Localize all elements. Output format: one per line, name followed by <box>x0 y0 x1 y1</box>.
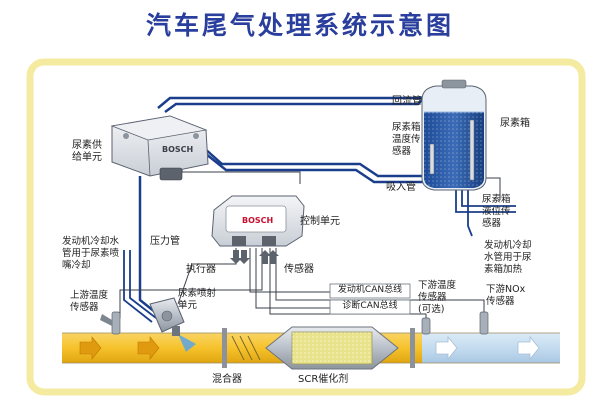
actuator-arrows <box>230 250 250 264</box>
tank-level-sensor-label: 尿素箱 液位传 感器 <box>482 194 511 229</box>
sensor-label: 传感器 <box>284 264 314 275</box>
urea-tank <box>421 79 487 191</box>
supply-unit-brand: BOSCH <box>162 145 193 154</box>
coolant-heating-label: 发动机冷却 水管用于尿 素箱加热 <box>484 240 532 275</box>
scr-catalyst-label: SCR催化剂 <box>298 374 349 385</box>
control-unit-brand: BOSCH <box>242 216 273 225</box>
flow-arrows <box>79 335 540 361</box>
urea-spray <box>178 334 196 352</box>
sensor-arrows <box>259 250 279 264</box>
engine-coolant-label: 发动机冷却水 管用于尿素喷 嘴冷却 <box>62 236 120 271</box>
tank-temp-sensor-label: 尿素箱 温度传 感器 <box>392 122 421 157</box>
urea-supply-unit: BOSCH <box>110 115 209 181</box>
downstream-nox-sensor <box>479 311 489 335</box>
return-pipe-label: 回流管 <box>392 96 422 107</box>
diag-can-label: 诊断CAN总线 <box>342 301 398 311</box>
suction-pipe-label: 吸入管 <box>386 182 416 193</box>
pressure-pipe-label: 压力管 <box>150 236 180 247</box>
upstream-temp-sensor <box>100 311 121 335</box>
mixer <box>231 335 261 361</box>
urea-injector <box>149 297 185 336</box>
urea-injector-label: 尿素喷射 单元 <box>178 288 217 311</box>
engine-can-label: 发动机CAN总线 <box>337 285 403 295</box>
urea-supply-unit-label: 尿素供 给单元 <box>72 140 102 163</box>
control-unit-label: 控制单元 <box>300 216 340 227</box>
actuator-label: 执行器 <box>186 264 216 275</box>
mixer-label: 混合器 <box>212 374 242 385</box>
exhaust-pipe <box>62 326 560 370</box>
downstream-temp-sensor <box>421 317 431 335</box>
page-title: 汽车尾气处理系统示意图 <box>145 11 454 40</box>
downstream-nox-label: 下游NOx 传感器 <box>486 284 526 307</box>
engine-can-box <box>329 283 411 299</box>
downstream-temp-label: 下游温度 传感器 (可选) <box>418 280 457 315</box>
diag-can-box <box>329 299 411 315</box>
upstream-temp-label: 上游温度 传感器 <box>70 290 109 313</box>
control-unit: BOSCH <box>211 195 305 264</box>
urea-tank-label: 尿素箱 <box>500 118 530 129</box>
